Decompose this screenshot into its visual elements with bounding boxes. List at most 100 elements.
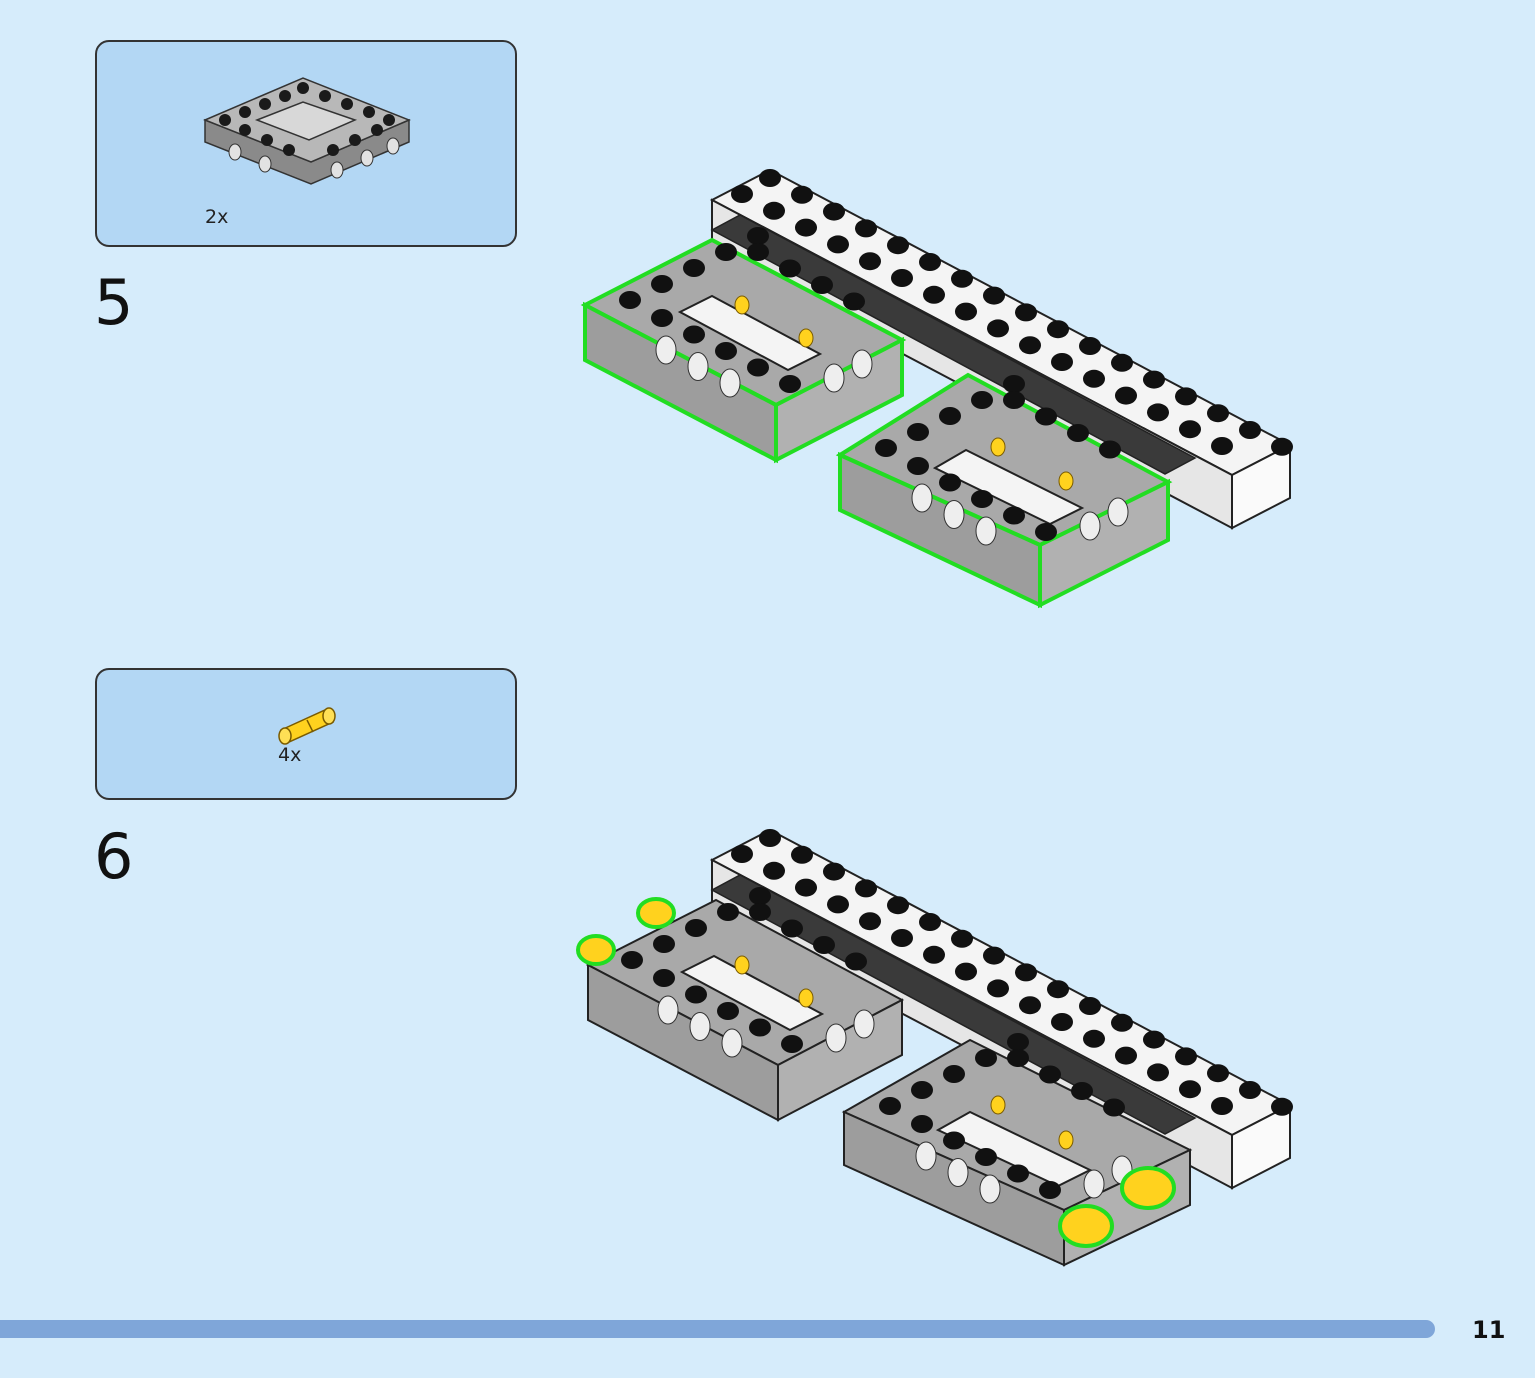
stud	[749, 1018, 771, 1037]
stud	[1175, 1047, 1197, 1066]
pin-hole	[721, 1028, 743, 1058]
parts-callout-step-5: 2x	[95, 40, 517, 247]
pin-hole	[719, 368, 741, 398]
stud	[621, 951, 643, 969]
pin-hole	[823, 363, 845, 393]
stud	[747, 358, 769, 377]
stud	[911, 1081, 933, 1099]
stud	[951, 269, 973, 288]
stud	[1211, 1097, 1233, 1115]
stud	[1019, 336, 1041, 355]
stud	[763, 861, 785, 880]
stud	[1083, 1029, 1105, 1048]
stud	[939, 473, 961, 492]
stud	[1099, 440, 1121, 459]
pin-hole	[689, 1012, 711, 1041]
stud	[843, 292, 865, 311]
stud	[891, 269, 913, 287]
stud	[923, 945, 945, 964]
pin-hole	[911, 483, 933, 513]
pin-hole	[853, 1009, 875, 1039]
stud	[919, 913, 941, 931]
stud	[1047, 320, 1069, 339]
stud	[855, 879, 877, 898]
step-number: 5	[94, 266, 134, 339]
pin-hole	[657, 995, 679, 1025]
stud	[1015, 303, 1037, 322]
stud	[987, 979, 1009, 998]
stud	[823, 862, 845, 881]
stud	[1003, 375, 1025, 393]
stud	[879, 1097, 901, 1115]
pin-hole	[947, 1158, 969, 1187]
stud	[683, 325, 705, 344]
pin-hole	[943, 500, 965, 529]
stud	[763, 201, 785, 220]
stud	[1115, 386, 1137, 405]
stud	[1079, 997, 1101, 1015]
stud	[795, 878, 817, 897]
stud	[855, 219, 877, 238]
stud	[1143, 370, 1165, 389]
stud	[1111, 1013, 1133, 1032]
stud	[715, 342, 737, 360]
stud	[1007, 1164, 1029, 1183]
stud	[1179, 1080, 1201, 1099]
stud	[887, 896, 909, 915]
stud	[1051, 353, 1073, 371]
stud	[1239, 1081, 1261, 1099]
stud	[987, 319, 1009, 338]
stud	[1015, 963, 1037, 982]
stud	[781, 1035, 803, 1053]
stud	[1179, 420, 1201, 439]
stud	[791, 185, 813, 204]
stud	[955, 302, 977, 321]
stud	[795, 218, 817, 237]
stud	[1207, 404, 1229, 423]
stud	[779, 375, 801, 393]
part-quantity: 2x	[205, 206, 229, 228]
stud	[1035, 523, 1057, 541]
pin-hole	[1079, 511, 1101, 541]
stud	[1115, 1046, 1137, 1065]
parts-callout-step-6: 4x	[95, 668, 517, 800]
stud	[1071, 1082, 1093, 1100]
stud	[813, 936, 835, 954]
stud	[717, 903, 739, 921]
pin-hole	[687, 352, 709, 381]
stud	[715, 243, 737, 261]
stud	[1007, 1033, 1029, 1051]
stud	[811, 276, 833, 294]
stud	[911, 1115, 933, 1133]
stud	[907, 457, 929, 475]
stud	[1083, 369, 1105, 388]
stud	[859, 912, 881, 931]
stud	[943, 1131, 965, 1150]
stud	[975, 1049, 997, 1067]
stud	[887, 236, 909, 255]
stud	[747, 227, 769, 245]
stud	[683, 259, 705, 277]
stud	[845, 952, 867, 971]
pin-hole	[825, 1023, 847, 1053]
stud	[1047, 980, 1069, 999]
stud	[1051, 1013, 1073, 1031]
stud	[1147, 1063, 1169, 1082]
pin-hole	[851, 349, 873, 379]
stud	[983, 286, 1005, 305]
stud	[781, 919, 803, 938]
stud	[749, 903, 771, 921]
stud	[1103, 1098, 1125, 1117]
pin-hole	[915, 1141, 937, 1171]
stud	[759, 169, 781, 187]
pin-hole	[1083, 1169, 1105, 1199]
stud	[875, 439, 897, 457]
stud	[1039, 1065, 1061, 1084]
stud	[747, 243, 769, 261]
stud	[1003, 391, 1025, 409]
step-6-model-illustration	[576, 828, 1293, 1267]
stud	[651, 309, 673, 327]
stud	[1003, 506, 1025, 525]
stud	[1039, 1181, 1061, 1199]
stud	[827, 235, 849, 254]
